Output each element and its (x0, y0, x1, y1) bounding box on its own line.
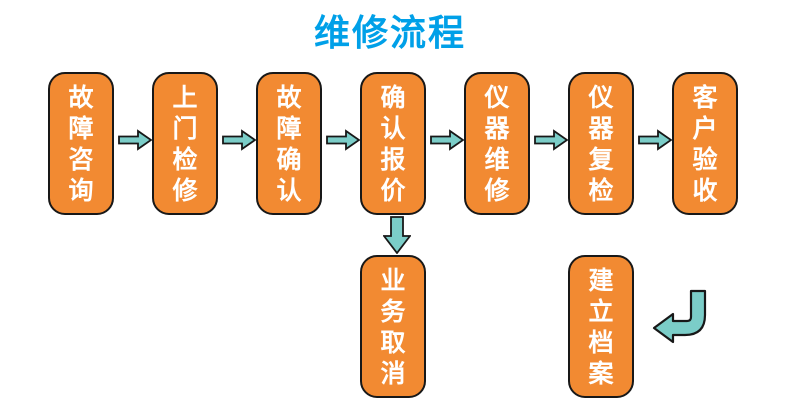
flow-step-label: 上门检修 (172, 82, 198, 205)
flow-step-instrument-repair: 仪器维修 (464, 72, 530, 215)
archive-arrow-curved-icon (652, 289, 707, 344)
cancel-arrow-down-icon (383, 216, 411, 254)
flow-step-onsite-service: 上门检修 (152, 72, 218, 215)
flow-step-label: 仪器复检 (588, 82, 614, 205)
flow-step-label: 故障咨询 (68, 82, 94, 205)
flow-arrow-right-icon (118, 129, 152, 151)
flow-step-label: 确认报价 (380, 82, 406, 205)
page-title: 维修流程 (313, 13, 466, 54)
flow-arrow-right-icon (430, 129, 464, 151)
flow-step-customer-accept: 客户验收 (672, 72, 738, 215)
flow-step-label: 仪器维修 (484, 82, 510, 205)
flow-step-label: 建立档案 (588, 265, 614, 388)
flow-step-label: 客户验收 (692, 82, 718, 205)
flow-arrow-right-icon (222, 129, 256, 151)
flow-step-label: 故障确认 (276, 82, 302, 205)
branch-step-business-cancel: 业务取消 (360, 255, 426, 398)
flow-arrow-right-icon (534, 129, 568, 151)
flow-step-fault-consult: 故障咨询 (48, 72, 114, 215)
branch-step-create-archive: 建立档案 (568, 255, 634, 398)
flow-step-quote-confirm: 确认报价 (360, 72, 426, 215)
flow-step-fault-confirm: 故障确认 (256, 72, 322, 215)
flow-step-instrument-recheck: 仪器复检 (568, 72, 634, 215)
flow-arrow-right-icon (326, 129, 360, 151)
flow-step-label: 业务取消 (380, 265, 406, 388)
flow-arrow-right-icon (638, 129, 672, 151)
